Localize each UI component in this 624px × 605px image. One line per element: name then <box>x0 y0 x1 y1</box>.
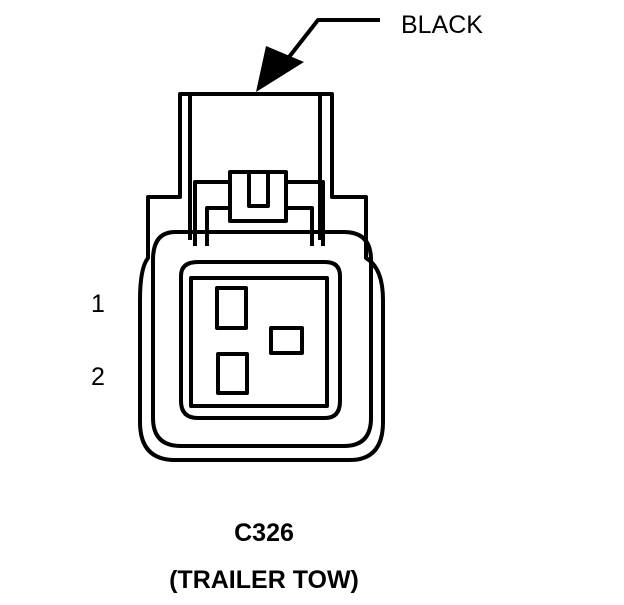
terminal-cavity-key <box>269 326 304 355</box>
latch-slot <box>247 172 270 208</box>
leader-line <box>280 18 380 68</box>
connector-housing <box>138 92 385 462</box>
locking-tab-frame <box>188 94 322 240</box>
leader-arrowhead <box>256 46 304 92</box>
locking-tab-outer <box>193 180 325 246</box>
terminal-cavity-1 <box>215 286 248 330</box>
pin-label-2: 2 <box>91 363 105 391</box>
terminal-cavity-2 <box>216 352 249 395</box>
connector-id: C326 <box>234 519 294 547</box>
pin-label-1: 1 <box>91 290 105 318</box>
cavity-face-outer <box>179 260 342 420</box>
locking-tab-inner <box>205 206 314 246</box>
connector-inner-shell <box>151 230 373 448</box>
color-label: BLACK <box>401 11 483 39</box>
cavity-face-inner <box>189 276 329 408</box>
color-leader <box>256 18 380 92</box>
connector-description: (TRAILER TOW) <box>169 566 359 594</box>
latch <box>228 170 288 223</box>
